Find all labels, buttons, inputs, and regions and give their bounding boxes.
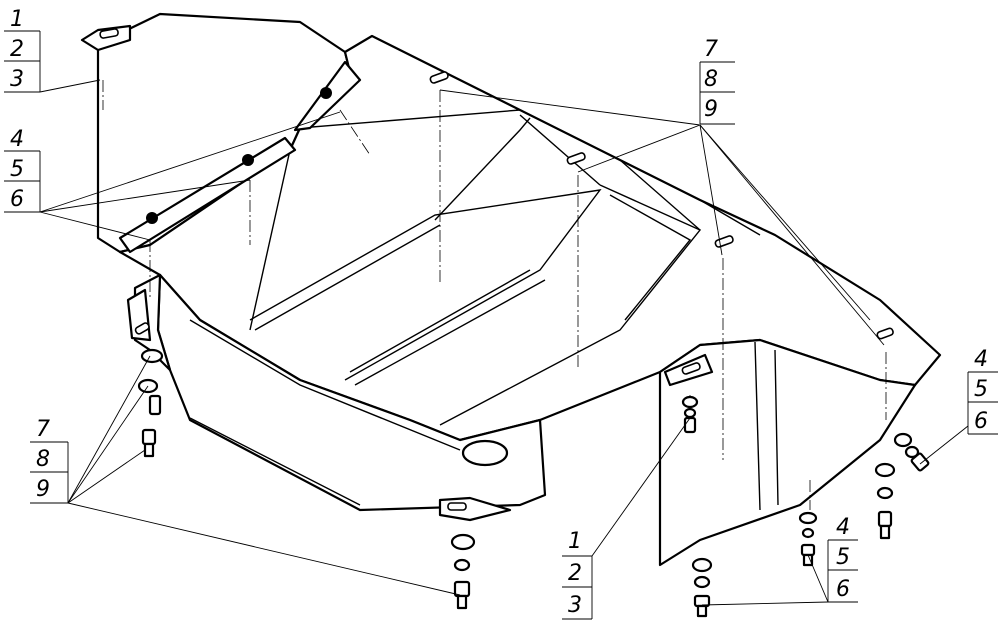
callout-label: 7 [36,417,50,442]
callout-bottom-center: 1 2 3 [562,529,593,620]
rivet-2 [242,154,254,166]
fastener-right [874,462,896,540]
callout-label: 3 [568,593,582,618]
slot-top-1 [429,71,449,84]
callout-label: 5 [974,377,988,402]
drain-hole [461,439,509,467]
fastener-far-right [893,432,930,472]
skid-plate [96,12,942,567]
right-fold-strip [754,341,779,511]
slot-top-2 [566,152,586,165]
callout-label: 7 [704,37,718,62]
callout-label: 9 [704,97,718,122]
callout-label: 3 [10,67,24,92]
rib-5 [519,114,761,236]
callout-top-left-b: 4 5 6 [4,127,41,213]
callout-label: 6 [10,187,24,212]
callout-label: 4 [974,347,988,372]
fastener-bottom-right [691,557,713,618]
right-side-panel [658,338,917,567]
slot-top-left [99,28,119,39]
callout-top-right: 7 8 9 [699,37,735,125]
rib-1 [249,109,531,331]
callout-label: 4 [836,515,850,540]
slot-top-4 [876,327,894,340]
slot-right-panel [681,362,701,375]
callout-label: 9 [36,477,50,502]
rib-4 [439,184,702,426]
callout-label: 5 [836,545,850,570]
front-crease [189,319,461,506]
callout-label: 6 [836,577,850,602]
callout-label: 4 [10,127,24,152]
rivet-1 [146,212,158,224]
callout-label: 6 [974,409,988,434]
slot-left [134,322,150,335]
callout-label: 2 [10,37,24,62]
fastener-left [137,348,164,458]
centre-lines [102,80,887,510]
rib-2 [249,189,602,381]
fastener-center-right [798,511,818,567]
callout-right: 4 5 6 [967,347,998,435]
callout-label: 1 [568,529,582,554]
rib-3 [254,224,546,386]
slot-front [447,502,467,511]
callout-label: 8 [704,67,718,92]
callout-label: 2 [568,561,582,586]
callout-label: 1 [10,7,24,32]
mounting-tabs [80,24,894,522]
callout-top-left-a: 1 2 3 [4,7,41,93]
leader-lines [39,79,969,606]
callout-bottom-left: 7 8 9 [30,417,69,504]
fastener-front [450,533,476,610]
left-strip [118,136,297,254]
callout-bottom-right: 4 5 6 [827,515,858,603]
callout-label: 5 [10,157,24,182]
callout-label: 8 [36,447,50,472]
fastener-right-panel [681,395,699,434]
rivet-3 [320,87,332,99]
